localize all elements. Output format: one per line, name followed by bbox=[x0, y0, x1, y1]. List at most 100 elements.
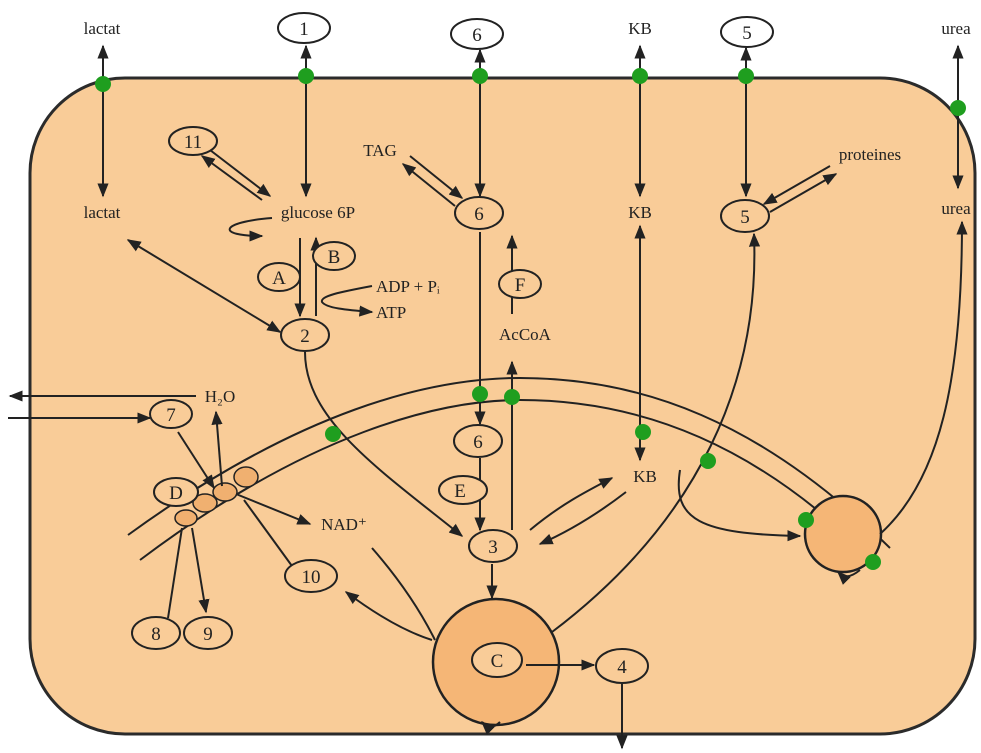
complex-4 bbox=[233, 466, 259, 488]
arrow-c-loop bbox=[481, 721, 501, 735]
node-5-top-oval bbox=[720, 16, 774, 48]
arrow-kb-3 bbox=[538, 491, 627, 545]
node-c-label: C bbox=[491, 651, 504, 672]
transporter-dot bbox=[635, 424, 651, 440]
transporter-dot bbox=[504, 389, 520, 405]
arrow-complex-10 bbox=[243, 499, 293, 567]
complex-1 bbox=[174, 509, 198, 527]
arrow-11-to-g6p bbox=[209, 149, 272, 197]
node-10-oval bbox=[284, 559, 338, 593]
arrow-complex-9 bbox=[191, 527, 210, 614]
transporter-dot bbox=[865, 554, 881, 570]
node-b-oval bbox=[312, 241, 356, 271]
complex-3 bbox=[212, 482, 238, 502]
node-6-mid-oval bbox=[454, 196, 504, 230]
node-f-oval bbox=[498, 269, 542, 299]
transporter-dot bbox=[298, 68, 314, 84]
node-5-mid-oval bbox=[720, 199, 770, 233]
label-glucose6p: glucose 6P bbox=[281, 203, 355, 222]
node-9-label: 9 bbox=[203, 624, 213, 645]
arrow-prot-to-5 bbox=[762, 165, 831, 205]
label-lactat-in: lactat bbox=[84, 203, 121, 222]
label-acoa: AcCoA bbox=[499, 325, 552, 344]
mito-membrane-outer bbox=[127, 376, 891, 549]
node-c-oval bbox=[471, 642, 523, 678]
node-e-oval bbox=[438, 475, 488, 505]
node-e-label: E bbox=[454, 481, 466, 502]
node-d-label: D bbox=[169, 483, 183, 504]
label-atp: ATP bbox=[376, 303, 406, 322]
node-5-mid-label: 5 bbox=[740, 207, 750, 228]
label-kb-out: KB bbox=[628, 19, 652, 38]
label-kb-mito: KB bbox=[633, 467, 657, 486]
label-adp-pi: ADP + Pᵢ bbox=[376, 277, 440, 296]
arrow-nad-c bbox=[371, 547, 436, 641]
node-6-top-oval bbox=[450, 18, 504, 50]
arrow-2-3 bbox=[304, 351, 464, 537]
node-8-label: 8 bbox=[151, 624, 161, 645]
node-11-oval bbox=[168, 126, 218, 156]
node-7-label: 7 bbox=[166, 405, 176, 426]
node-a-label: A bbox=[272, 268, 286, 289]
node-6-mid-label: 6 bbox=[474, 204, 484, 225]
arrow-5-to-prot bbox=[769, 173, 838, 213]
node-f-label: F bbox=[515, 275, 526, 296]
node-5-top-label: 5 bbox=[742, 23, 752, 44]
arrow-organelle-loop bbox=[837, 569, 861, 585]
label-lactat-out: lactat bbox=[84, 19, 121, 38]
label-urea-out: urea bbox=[941, 19, 971, 38]
node-2-label: 2 bbox=[300, 326, 310, 347]
node-6-top-label: 6 bbox=[472, 25, 482, 46]
node-4-oval bbox=[595, 648, 649, 684]
node-7-oval bbox=[149, 399, 193, 429]
node-1-oval bbox=[277, 12, 331, 44]
label-nad: NAD⁺ bbox=[321, 515, 367, 534]
label-proteines: proteines bbox=[839, 145, 901, 164]
arrow-g6p-to-11 bbox=[200, 155, 263, 201]
label-kb-in: KB bbox=[628, 203, 652, 222]
node-1-label: 1 bbox=[299, 19, 309, 40]
node-3-oval bbox=[468, 529, 518, 563]
arrow-c-5 bbox=[551, 232, 761, 633]
node-d-oval bbox=[153, 477, 199, 507]
arrow-lactat-2 bbox=[126, 239, 282, 333]
label-h2o: H₂O bbox=[205, 387, 235, 406]
transporter-dot bbox=[738, 68, 754, 84]
arrow-adp-atp bbox=[321, 285, 374, 317]
node-6-low-label: 6 bbox=[473, 432, 483, 453]
node-4-label: 4 bbox=[617, 657, 627, 678]
transporter-dot bbox=[325, 426, 341, 442]
mito-membrane-inner bbox=[139, 398, 879, 567]
arrow-6-to-tag bbox=[401, 163, 456, 207]
arrow-complex-8 bbox=[167, 527, 183, 619]
arrow-7-complex bbox=[177, 431, 215, 490]
arrow-3-kb bbox=[529, 477, 614, 531]
arrow-complex-nad bbox=[235, 493, 312, 525]
complex-2 bbox=[192, 493, 218, 513]
arrow-to-organelle bbox=[677, 469, 802, 542]
transporter-dot bbox=[798, 512, 814, 528]
node-10-label: 10 bbox=[302, 567, 321, 588]
transporter-dot bbox=[950, 100, 966, 116]
node-2-oval bbox=[280, 318, 330, 352]
node-8-oval bbox=[131, 616, 181, 650]
label-tag: TAG bbox=[363, 141, 397, 160]
node-3-label: 3 bbox=[488, 537, 498, 558]
arrow-g6p-loop bbox=[228, 217, 273, 242]
node-6-low-oval bbox=[453, 424, 503, 458]
arrow-tag-to-6 bbox=[409, 155, 464, 199]
transporter-dot bbox=[472, 68, 488, 84]
arrow-complex-h2o bbox=[211, 410, 223, 487]
label-urea-in: urea bbox=[941, 199, 971, 218]
node-a-oval bbox=[257, 262, 301, 292]
transporter-dot bbox=[700, 453, 716, 469]
transporter-dot bbox=[632, 68, 648, 84]
transporter-dot bbox=[95, 76, 111, 92]
node-11-label: 11 bbox=[184, 132, 202, 153]
node-b-label: B bbox=[328, 247, 341, 268]
arrow-organelle-urea bbox=[879, 220, 968, 535]
arrow-c-10 bbox=[344, 591, 433, 641]
transporter-dot bbox=[472, 386, 488, 402]
